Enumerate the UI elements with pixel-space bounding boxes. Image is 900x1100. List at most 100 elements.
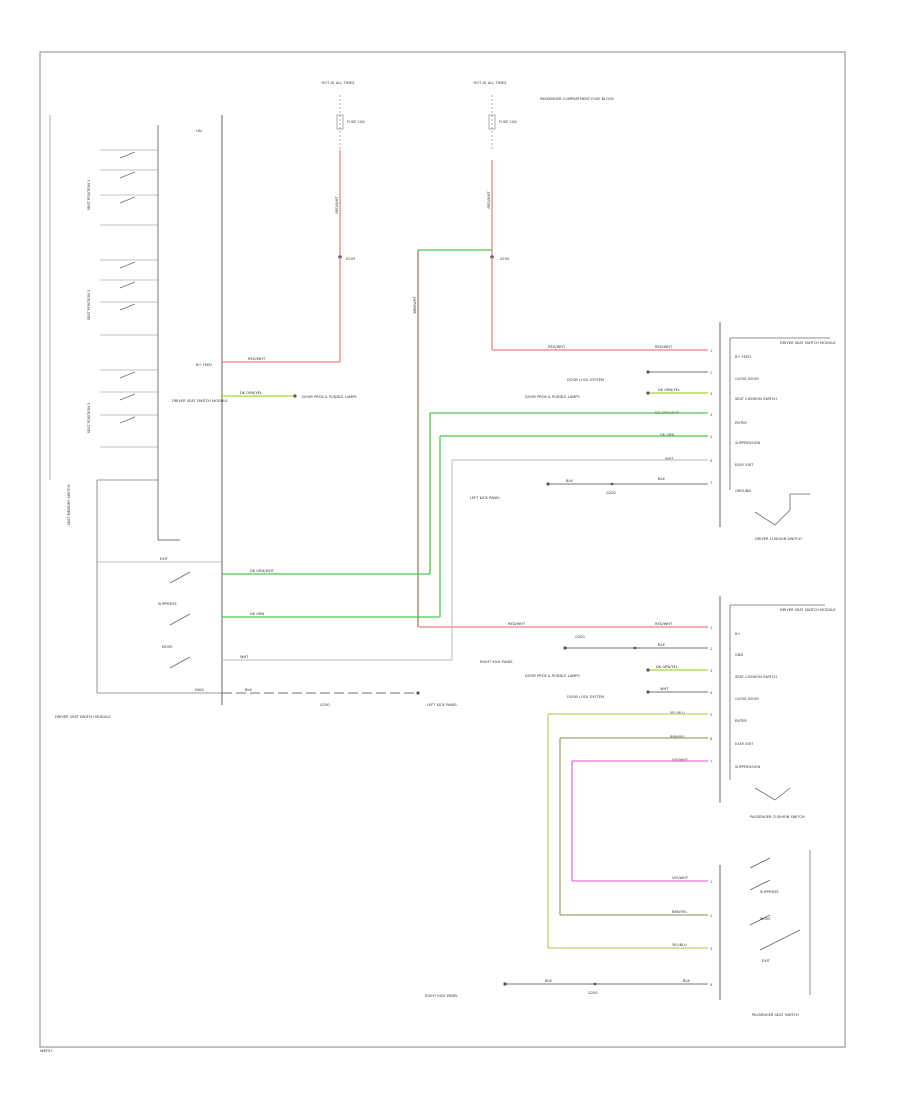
passenger-ground-wire-label: BLK	[658, 643, 665, 647]
driver-module-pin-4: 4	[710, 413, 713, 417]
diagram-frame	[39, 51, 846, 1048]
passenger-switch-ground-wire-label: BLK	[545, 979, 552, 983]
passenger-module-pin-5: 5	[710, 713, 712, 717]
driver-switch-ground-kick-panel: LEFT KICK PANEL	[427, 703, 457, 707]
splice-left-label: S203	[346, 257, 355, 261]
passenger-cushion-switch-label: PASSENGER CUSHION SWITCH	[750, 815, 805, 819]
driver-cushion-switch-label: DRIVER CUSHION SWITCH	[755, 537, 802, 541]
passenger-ground-g-label: G200	[575, 635, 585, 639]
passenger-module-pin-7: 7	[710, 760, 712, 764]
driver-ground-wire-label: BLK	[566, 479, 573, 483]
fuse-left-title: HOT AT ALL TIMES	[322, 81, 356, 85]
driver-module-pin-3: 3	[710, 392, 712, 396]
passenger-seat-module: DRIVER SEAT SWITCH MODULE	[719, 596, 836, 803]
driver-switch-term-exit: EXIT	[160, 557, 169, 561]
brn-wire-label: BRN/WHT	[413, 296, 417, 314]
passenger-switch-pin-3: 3	[710, 947, 712, 951]
fuse-right-wire-vertical: RED/WHT	[487, 191, 491, 209]
passenger-switch-pin-2-wire: BRN/YEL	[672, 910, 687, 914]
passenger-switch-pin-3-label: EXIT	[762, 959, 771, 963]
passenger-door-prox-end	[646, 668, 650, 672]
passenger-module-pin-6: 6	[710, 737, 713, 741]
dk-grn-wht-wire-label: DK GRN/WHT	[250, 569, 275, 573]
driver-module-pin-7: 7	[710, 481, 712, 485]
driver-cushion-switch-symbol	[754, 493, 810, 526]
fuse-right-name: FUSE 10A	[499, 120, 517, 124]
driver-door-prox-label: DOOR PROX & PUDDLE LAMPS	[525, 395, 580, 399]
driver-module-pin-7-wire: BLK	[658, 477, 665, 481]
driver-module-pin-4-label: ENTER	[735, 421, 747, 425]
passenger-switch-pin-4-wire: BLK	[683, 979, 690, 983]
passenger-switch-pin-3-wire: YEL/BLU	[672, 943, 687, 947]
passenger-switch-pin-1-wire: VIO/WHT	[672, 876, 689, 880]
passenger-door-lock-end	[646, 690, 650, 694]
driver-module-pin-5-wire: DK GRN	[660, 433, 675, 437]
driver-ground-end	[546, 482, 550, 486]
driver-door-prox-wire-end	[646, 391, 650, 395]
passenger-cushion-switch-symbol	[754, 787, 791, 801]
dk-grn-yel-wire-label: DK GRN/YEL	[240, 391, 262, 395]
driver-switch-term-suppress: SUPPRESS	[158, 602, 177, 606]
passenger-door-lock-label: DOOR LOCK SYSTEM	[567, 695, 604, 699]
passenger-red-wire-label-2: RED/WHT	[655, 622, 673, 626]
passenger-module-pin-5-wire: YEL/BLU	[670, 711, 685, 715]
driver-seat-switch	[96, 479, 222, 694]
passenger-switch-ground-end	[503, 982, 507, 986]
seat-switch-group-3-label: SEAT POSITION 3	[87, 403, 91, 434]
dk-grn-yel-wire-end	[293, 394, 297, 398]
seat-switch-group-1: SEAT POSITION 1	[87, 149, 158, 226]
driver-switch-ground-end	[416, 691, 420, 695]
passenger-ground-splice	[633, 646, 637, 650]
driver-module-pin-5: 5	[710, 435, 712, 439]
passenger-door-lock-wire-label: WHT	[660, 687, 669, 691]
driver-ground-splice-label: G200	[606, 491, 616, 495]
passenger-module-pin-2-label: GND	[735, 653, 743, 657]
driver-module-title-top: DRIVER SEAT SWITCH MODULE	[780, 341, 836, 345]
dk-grn-wire-label: DK GRN	[250, 612, 265, 616]
passenger-switch-pin-1-label: SUPPRESS	[760, 890, 779, 894]
passenger-module-pin-3-label: SEAT CUSHION SWITCH	[735, 675, 777, 679]
passenger-module-title-top: DRIVER SEAT SWITCH MODULE	[780, 608, 836, 612]
seat-switch-group-3: SEAT POSITION 3	[87, 369, 158, 448]
driver-module-pin-1-label: B+ FEED	[735, 355, 751, 359]
driver-module-pin-5-label: SUPPRESSION	[735, 441, 760, 445]
driver-switch-term-diag: DIAG	[195, 688, 204, 692]
passenger-ground-kick-panel: RIGHT KICK PANEL	[480, 660, 513, 664]
passenger-switch-ground-splice	[593, 982, 597, 986]
passenger-module-pin-1: 1	[710, 626, 712, 630]
seat-switch-group-2-label: SEAT POSITION 2	[87, 290, 91, 321]
passenger-module-pin-7-wire: VIO/WHT	[672, 758, 689, 762]
passenger-switch-pin-1: 1	[710, 880, 712, 884]
fuse-right: HOT AT ALL TIMES PASSENGER COMPARTMENT F…	[474, 81, 708, 351]
passenger-switch-pin-4: 4	[710, 983, 713, 987]
passenger-red-wire-label-1: RED/WHT	[508, 622, 526, 626]
driver-switch-sub-label: DRIVER SEAT SWITCH MODULE	[172, 399, 228, 403]
passenger-ground-end	[563, 646, 567, 650]
seat-switch-group-2: SEAT POSITION 2	[87, 259, 158, 336]
seat-memory-switch-label: SEAT MEMORY SWITCH	[67, 484, 71, 525]
driver-ground-kick-panel: LEFT KICK PANEL	[470, 496, 500, 500]
splice-right-label: S205	[500, 257, 509, 261]
passenger-module-pin-5-label: ENTER	[735, 719, 747, 723]
driver-door-lock-wire-end	[646, 370, 650, 374]
passenger-door-prox-wire-label: DK GRN/YEL	[656, 665, 678, 669]
passenger-module-pin-2: 2	[710, 647, 712, 651]
passenger-switch-pin-2-label: MOVE	[760, 917, 771, 921]
passenger-switch-label: PASSENGER SEAT SWITCH	[752, 1013, 799, 1017]
fuse-left: HOT AT ALL TIMES FUSE 10A S203 RED/WHT R…	[222, 81, 365, 363]
driver-module-pin-1: 1	[710, 349, 712, 353]
passenger-switch-ground-g-label: G200	[588, 991, 598, 995]
driver-door-prox-wire-label: DK GRN/YEL	[658, 388, 680, 392]
driver-module-pin-2: 2	[710, 371, 712, 375]
driver-module-pin-2-label: CLOSE DOOR	[735, 377, 759, 381]
driver-module-pin-3-label: SEAT CUSHION SWITCH	[735, 397, 777, 401]
diagram-footer-id: W6F01	[40, 1049, 52, 1053]
fuse-left-symbol	[336, 114, 344, 130]
passenger-switch-pin-2: 2	[710, 914, 712, 918]
fuse-left-name: FUSE 10A	[347, 120, 365, 124]
fuse-right-note: PASSENGER COMPARTMENT FUSE BLOCK	[540, 97, 614, 101]
red-wire-label-driver-module-1: RED/WHT	[548, 345, 566, 349]
passenger-module-pin-1-label: B+	[735, 632, 740, 636]
fuse-right-title: HOT AT ALL TIMES	[474, 81, 508, 85]
passenger-module-pin-7-label: SUPPRESSION	[735, 765, 760, 769]
